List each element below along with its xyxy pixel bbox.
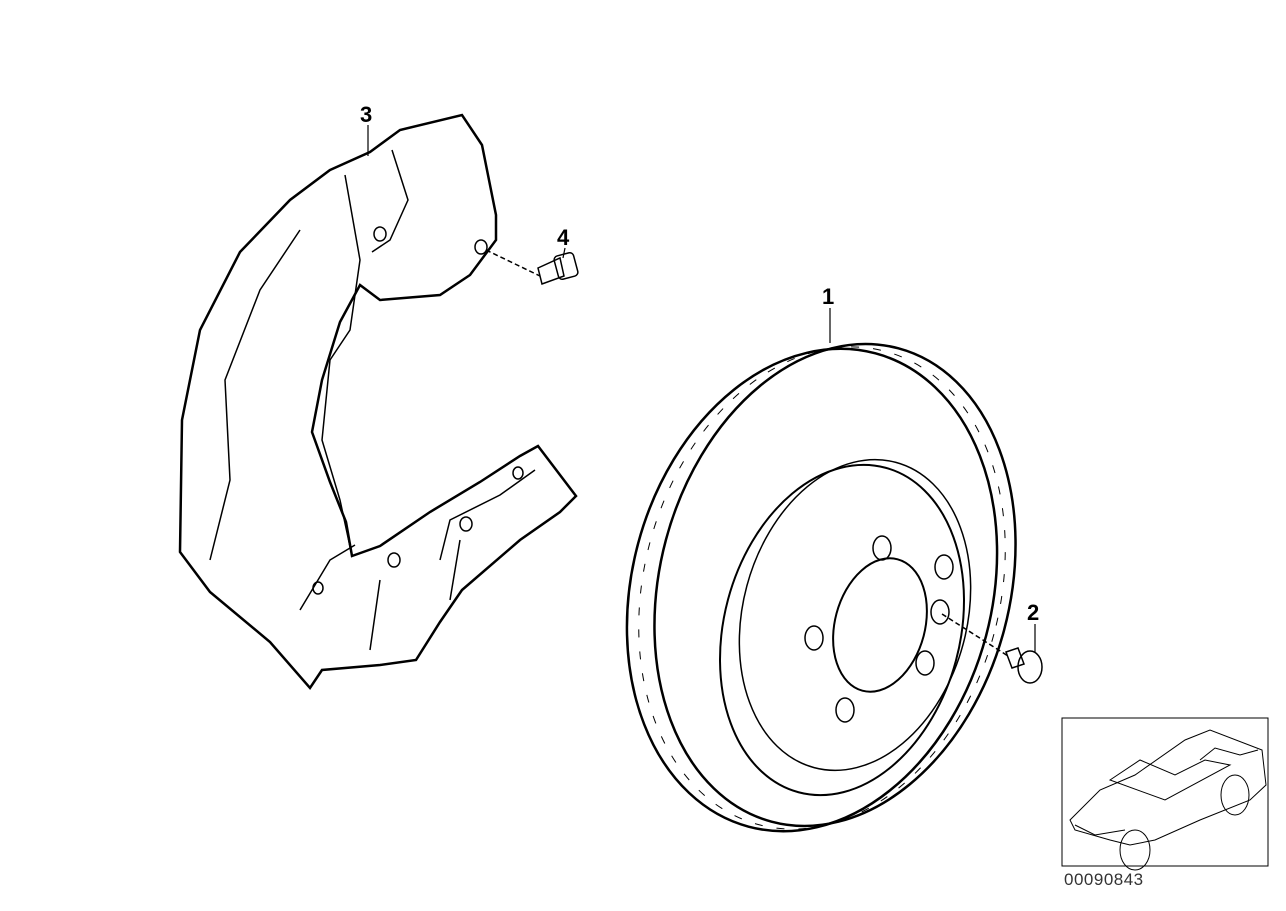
brake-disc[interactable] [575, 303, 1068, 873]
screw-2[interactable] [941, 613, 1043, 684]
protection-plate[interactable] [178, 113, 578, 691]
callout-1[interactable]: 1 [822, 284, 835, 309]
diagram-number: 00090843 [1064, 870, 1144, 889]
callout-3[interactable]: 3 [360, 102, 373, 127]
vehicle-thumbnail [1061, 717, 1269, 871]
bolt-4[interactable] [485, 249, 579, 285]
callout-lines [367, 125, 1036, 652]
callout-4[interactable]: 4 [557, 225, 570, 250]
callout-2[interactable]: 2 [1027, 600, 1040, 625]
